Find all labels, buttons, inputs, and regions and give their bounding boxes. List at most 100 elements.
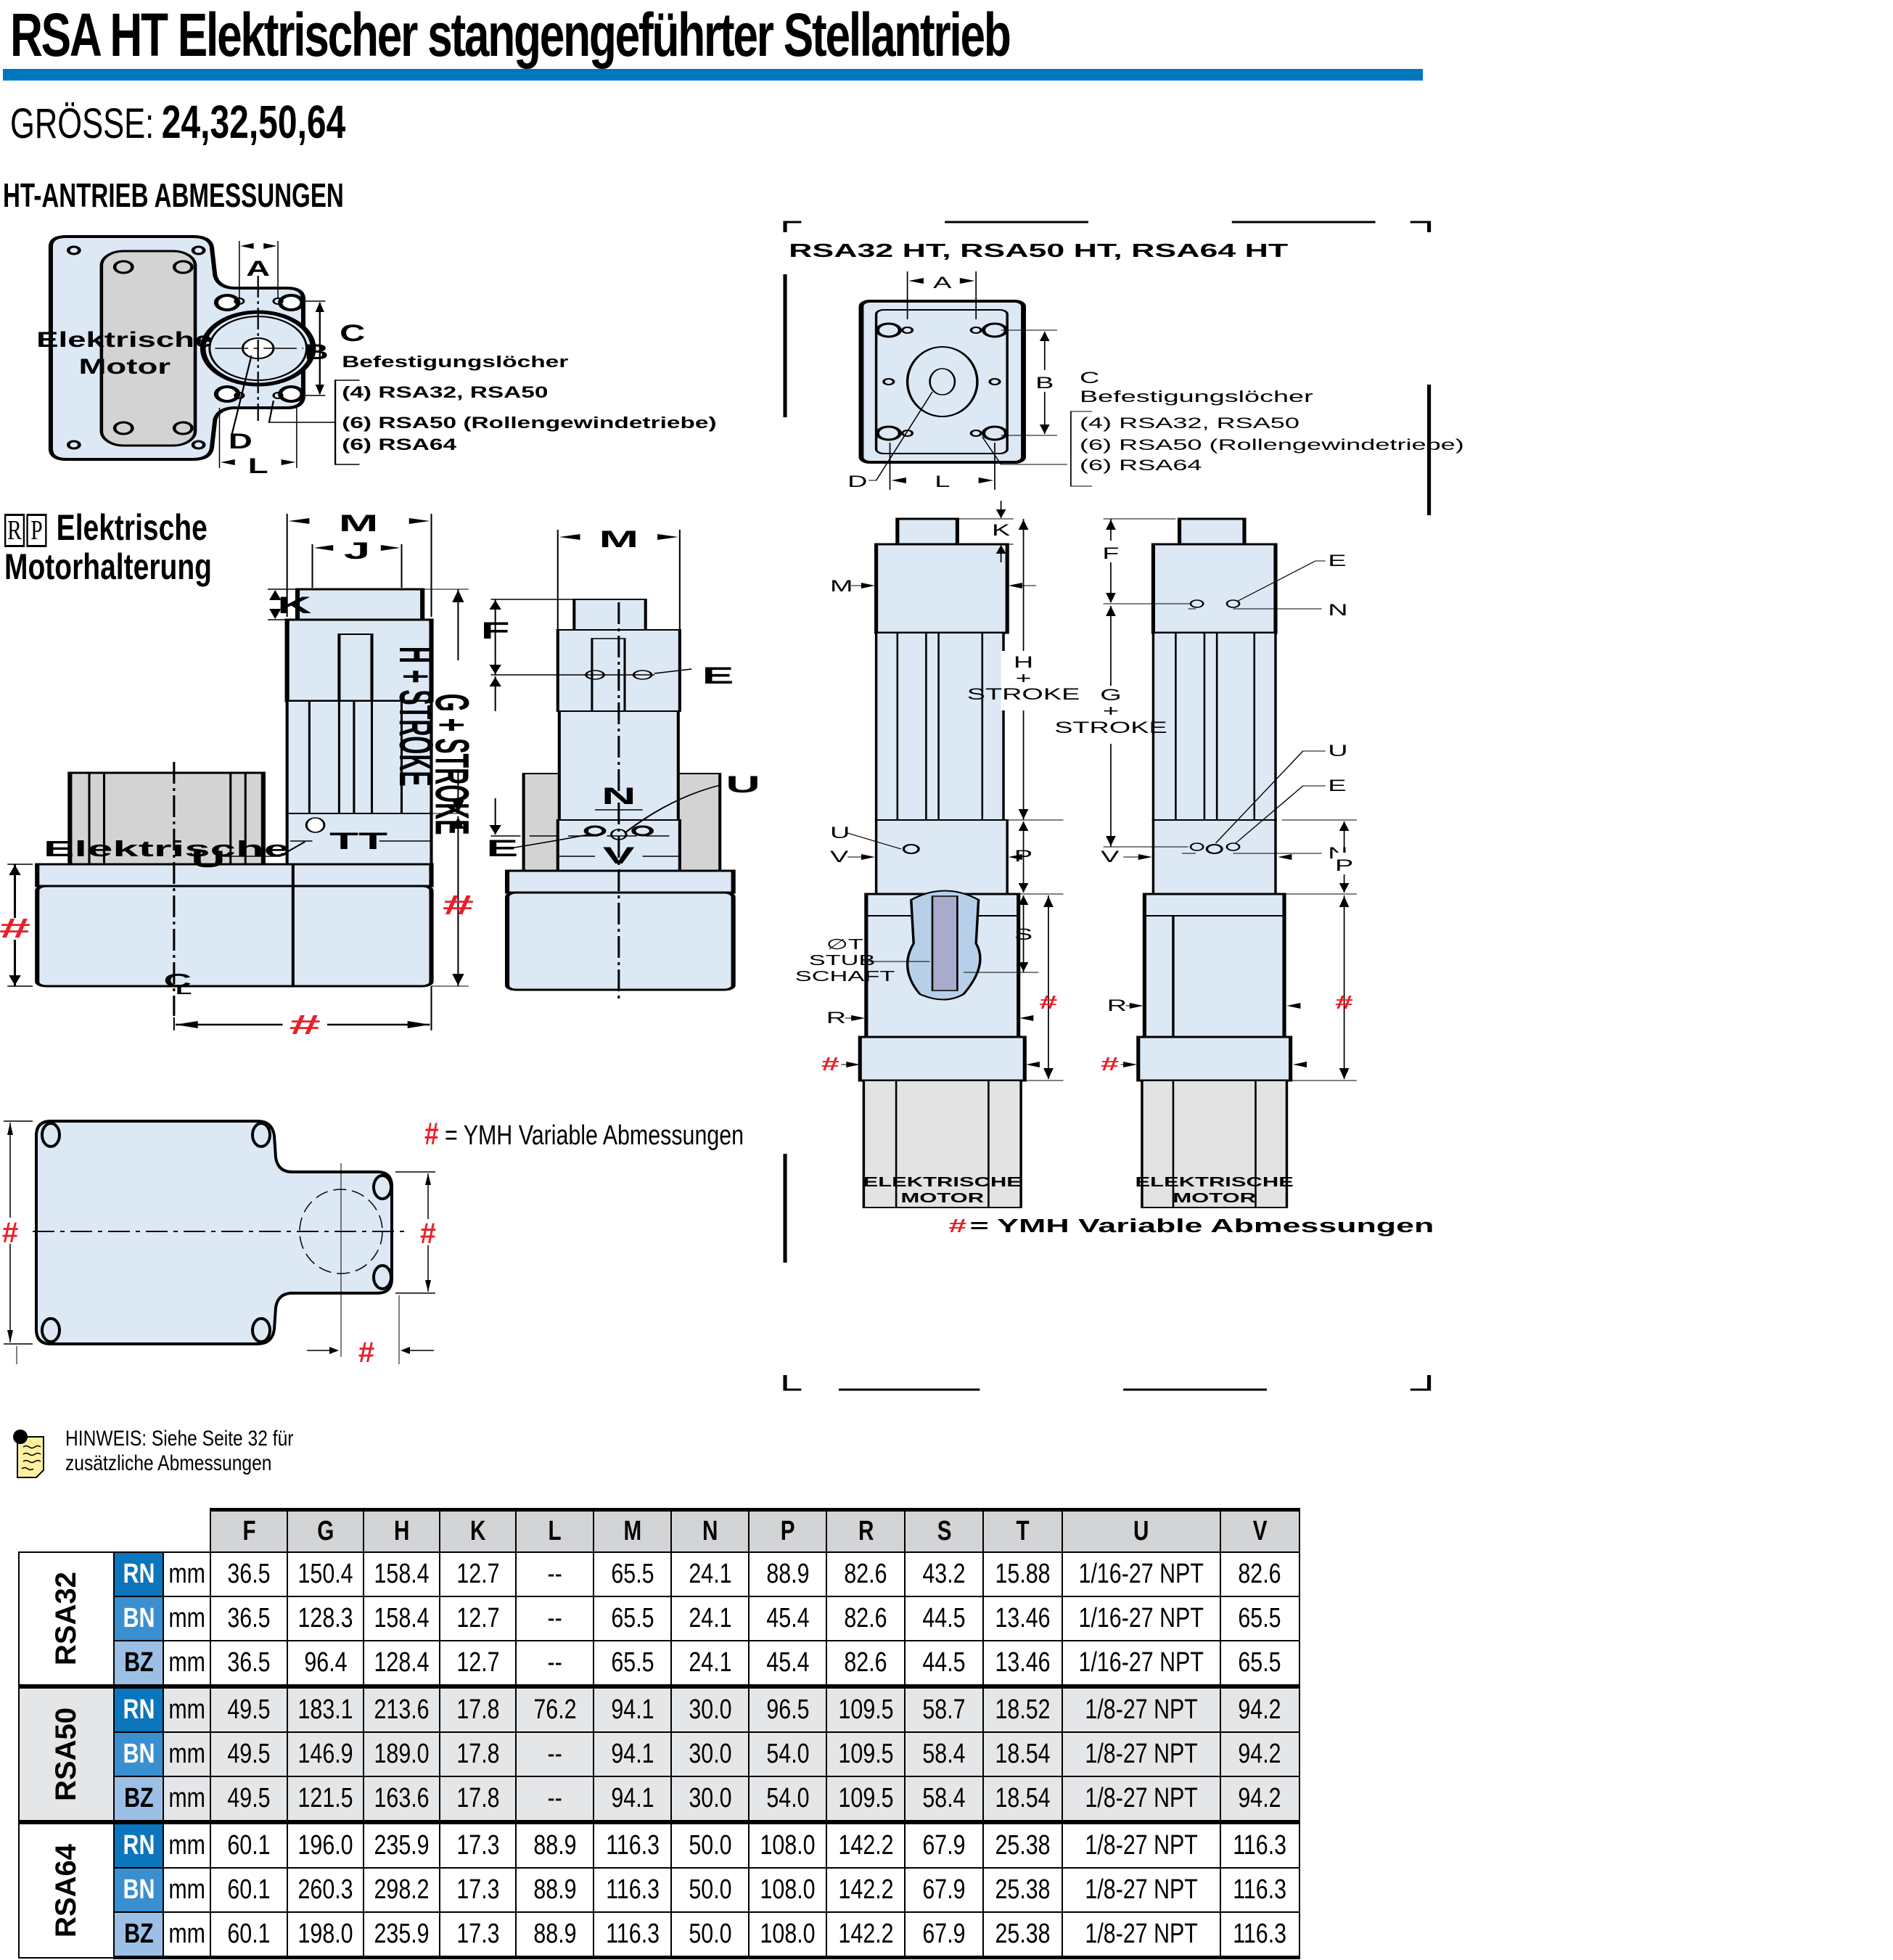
variable-dim-marker: # <box>1040 992 1058 1013</box>
type-badge-label: BN <box>122 1874 155 1905</box>
type-badge-label: BZ <box>123 1783 154 1813</box>
value-text: 128.4 <box>374 1647 430 1678</box>
value-text: 17.3 <box>456 1830 500 1861</box>
value-text: 43.2 <box>922 1559 966 1589</box>
value-cell-f: 36.5 <box>210 1596 289 1641</box>
value-text: 109.5 <box>838 1694 894 1725</box>
value-cell-l: -- <box>515 1731 595 1777</box>
stroke-label: STROKE <box>1054 718 1167 737</box>
type-badge: RN <box>112 1551 164 1597</box>
value-text: 12.7 <box>456 1603 500 1633</box>
value-cell-t: 25.38 <box>982 1820 1064 1869</box>
value-cell-n: 30.0 <box>670 1776 750 1823</box>
note-line1: HINWEIS: Siehe Seite 32 für <box>65 1427 294 1451</box>
value-text: 24.1 <box>689 1603 732 1633</box>
value-cell-n: 24.1 <box>670 1640 750 1687</box>
value-text: 30.0 <box>689 1783 732 1813</box>
value-cell-m: 94.1 <box>593 1776 673 1823</box>
stub-label: SCHAFT <box>795 968 895 984</box>
value-text: 24.1 <box>689 1647 732 1678</box>
page-title: RSA HT Elektrischer stangengeführter Ste… <box>10 1 1011 69</box>
mount-hole-item: (6) RSA50 (Rollengewindetriebe) <box>1080 437 1464 454</box>
column-header-m: M <box>593 1508 673 1553</box>
unit-cell: mm <box>162 1776 212 1823</box>
unit-cell: mm <box>162 1596 212 1641</box>
group-name: RSA64 <box>49 1843 82 1938</box>
value-text: 94.1 <box>611 1783 654 1813</box>
value-cell-n: 24.1 <box>670 1596 750 1641</box>
value-cell-f: 49.5 <box>210 1776 289 1823</box>
value-cell-k: 17.3 <box>439 1867 517 1913</box>
unit-cell: mm <box>162 1551 212 1597</box>
mount-hole-item: (6) RSA50 (Rollengewindetriebe) <box>342 414 716 432</box>
stroke-label: STROKE <box>967 685 1080 703</box>
value-cell-l: 88.9 <box>515 1820 595 1869</box>
value-text: 94.2 <box>1238 1783 1281 1813</box>
variable-dim-marker: # <box>821 1054 839 1075</box>
column-header-label: N <box>702 1516 718 1546</box>
value-text: 94.2 <box>1238 1739 1281 1769</box>
value-cell-v: 116.3 <box>1219 1820 1300 1869</box>
value-cell-h: 298.2 <box>363 1867 441 1913</box>
value-cell-u: 1/8-27 NPT <box>1062 1867 1221 1913</box>
dim-tt-label: TT <box>329 828 387 854</box>
note-line2: zusätzliche Abmessungen <box>65 1451 272 1475</box>
column-header-s: S <box>904 1508 985 1553</box>
value-text: 109.5 <box>838 1783 894 1813</box>
mount-hole-item: (6) RSA64 <box>342 435 456 454</box>
value-text: 60.1 <box>227 1919 271 1949</box>
value-cell-m: 116.3 <box>593 1820 673 1869</box>
value-cell-v: 94.2 <box>1219 1776 1300 1823</box>
unit-label: mm <box>168 1783 205 1813</box>
value-cell-l: 88.9 <box>515 1911 595 1959</box>
variable-dim-marker: # <box>948 1215 966 1237</box>
variable-dim-marker: # <box>420 1218 436 1250</box>
value-cell-k: 17.3 <box>439 1820 517 1869</box>
value-text: 82.6 <box>844 1559 887 1589</box>
value-text: 67.9 <box>922 1874 966 1905</box>
rp-side-views-drawing: Elektrische Motor C L M J K H + STROKE #… <box>0 510 760 1040</box>
value-text: 146.9 <box>297 1739 353 1769</box>
value-text: 109.5 <box>838 1739 894 1769</box>
group-label: RSA64 <box>18 1820 115 1959</box>
motor-top-view-drawing: A B L D C Befestigungslöcher (4) RSA32, … <box>36 235 717 478</box>
dim-d-label: D <box>229 430 252 454</box>
value-text: 49.5 <box>227 1783 271 1813</box>
value-text: 54.0 <box>766 1739 810 1769</box>
dim-g-stroke-label: G + STROKE <box>425 694 479 835</box>
value-cell-f: 36.5 <box>210 1640 289 1687</box>
value-cell-u: 1/16-27 NPT <box>1062 1596 1221 1641</box>
value-cell-h: 163.6 <box>363 1776 441 1823</box>
group-label: RSA50 <box>18 1684 115 1823</box>
unit-cell: mm <box>162 1684 212 1733</box>
column-header-label: P <box>780 1516 795 1546</box>
dim-a-label: A <box>933 274 952 292</box>
value-cell-r: 142.2 <box>826 1820 906 1869</box>
unit-label: mm <box>168 1830 205 1861</box>
value-cell-h: 158.4 <box>363 1551 441 1597</box>
motor-label: ELEKTRISCHE <box>1136 1175 1294 1189</box>
value-text: 1/8-27 NPT <box>1085 1694 1198 1725</box>
value-cell-h: 128.4 <box>363 1640 441 1687</box>
value-cell-m: 94.1 <box>593 1684 673 1733</box>
dim-b-label: B <box>305 340 329 364</box>
value-text: 25.38 <box>995 1830 1051 1861</box>
column-header-n: N <box>670 1508 750 1553</box>
value-text: 150.4 <box>297 1559 353 1589</box>
value-text: 142.2 <box>838 1830 894 1861</box>
size-label: GRÖSSE: <box>10 100 155 147</box>
value-cell-r: 82.6 <box>826 1640 906 1687</box>
type-badge-label: RN <box>122 1694 155 1725</box>
motor-label: MOTOR <box>900 1191 984 1205</box>
value-text: 50.0 <box>689 1830 732 1861</box>
value-cell-g: 260.3 <box>287 1867 365 1913</box>
type-badge: RN <box>112 1820 164 1869</box>
motor-label: ELEKTRISCHE <box>863 1175 1022 1189</box>
value-cell-s: 44.5 <box>904 1596 985 1641</box>
dim-s-label: S <box>1014 925 1032 943</box>
centerline-label: C <box>164 969 192 991</box>
column-header-f: F <box>210 1508 289 1553</box>
value-cell-h: 189.0 <box>363 1731 441 1777</box>
